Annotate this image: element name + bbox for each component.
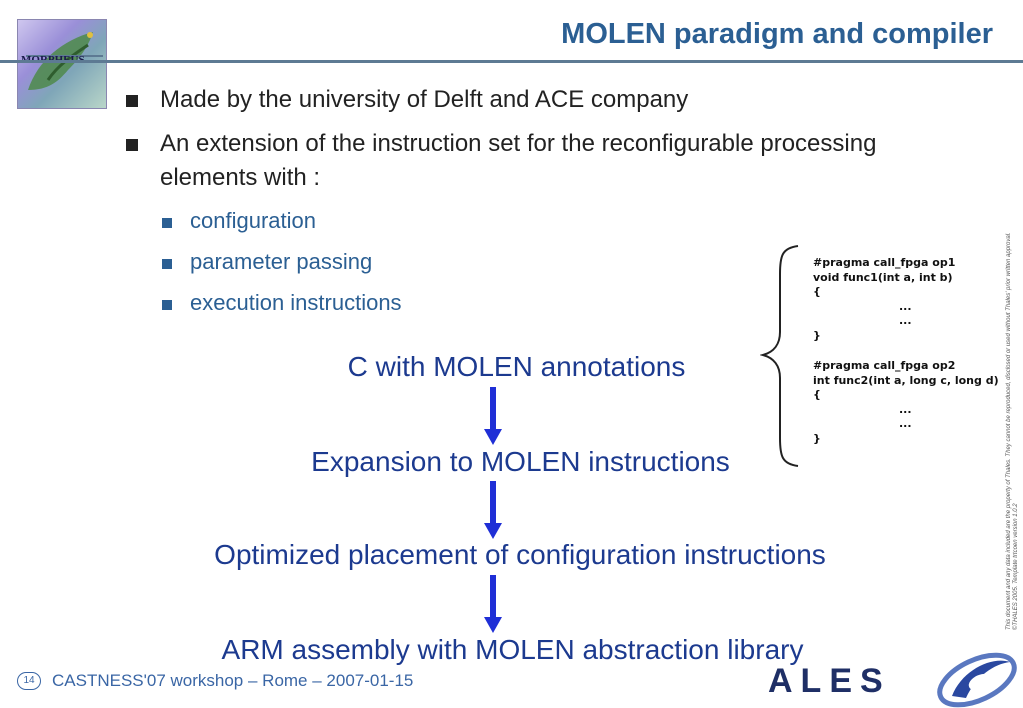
- code-line: {: [813, 285, 821, 298]
- flow-step-3: Optimized placement of configuration ins…: [214, 539, 826, 570]
- bullet-1-text: Made by the university of Delft and ACE …: [160, 86, 689, 113]
- code-line: }: [813, 431, 821, 445]
- code-line: int func2(int a, long c, long d): [813, 373, 999, 387]
- code-line: void func1(int a, int b): [813, 270, 953, 284]
- flow-step-4: ARM assembly with MOLEN abstraction libr…: [221, 634, 804, 665]
- code-line: #pragma call_fpga op1: [813, 256, 956, 269]
- slide-title: MOLEN paradigm and compiler: [561, 18, 993, 50]
- bullet-square-icon: [126, 139, 138, 151]
- code-line: {: [813, 388, 821, 401]
- sub-bullet-square-icon: [162, 259, 172, 269]
- legal-notice-line-2: ©THALES 2005. Template trtcoen version 1…: [1013, 503, 1019, 630]
- sub-bullet-2-text: parameter passing: [190, 249, 373, 274]
- thales-swirl-logo-icon: [937, 652, 1017, 708]
- morpheus-logo: MORPHEUS: [17, 19, 107, 109]
- page-number: 14: [17, 672, 41, 690]
- code-line: ...: [899, 314, 912, 327]
- code-line: ...: [899, 402, 912, 416]
- flow-step-1: C with MOLEN annotations: [347, 351, 686, 382]
- flow-step-2: Expansion to MOLEN instructions: [311, 446, 730, 477]
- sub-bullet-2: parameter passing: [160, 249, 372, 275]
- curly-brace-icon: [760, 245, 799, 467]
- code-snippet: #pragma call_fpga op1 void func1(int a, …: [813, 256, 1003, 456]
- code-line: }: [813, 328, 821, 342]
- code-line: #pragma call_fpga op2: [813, 359, 956, 372]
- title-rule: [0, 60, 1023, 63]
- sub-bullet-1: configuration: [160, 208, 316, 234]
- down-arrow-icon: [484, 575, 502, 633]
- bullet-1: Made by the university of Delft and ACE …: [126, 83, 689, 117]
- code-line: ...: [899, 417, 912, 430]
- sub-bullet-square-icon: [162, 218, 172, 228]
- legal-notice: This document and any data included are …: [1006, 200, 1023, 630]
- down-arrow-icon: [484, 481, 502, 539]
- sub-bullet-1-text: configuration: [190, 208, 316, 233]
- bullet-square-icon: [126, 95, 138, 107]
- bullet-2: An extension of the instruction set for …: [126, 127, 918, 195]
- sub-bullet-3: execution instructions: [160, 290, 402, 316]
- code-line: ...: [899, 299, 912, 313]
- down-arrow-icon: [484, 387, 502, 445]
- sub-bullet-3-text: execution instructions: [190, 290, 402, 315]
- bullet-2-text: An extension of the instruction set for …: [160, 130, 877, 191]
- legal-notice-line-1: This document and any data included are …: [1006, 232, 1012, 630]
- brand-wordmark: ALES: [768, 662, 891, 700]
- sub-bullet-square-icon: [162, 300, 172, 310]
- code-spacer: [813, 343, 1003, 359]
- footer-text: CASTNESS'07 workshop – Rome – 2007-01-15: [52, 671, 414, 690]
